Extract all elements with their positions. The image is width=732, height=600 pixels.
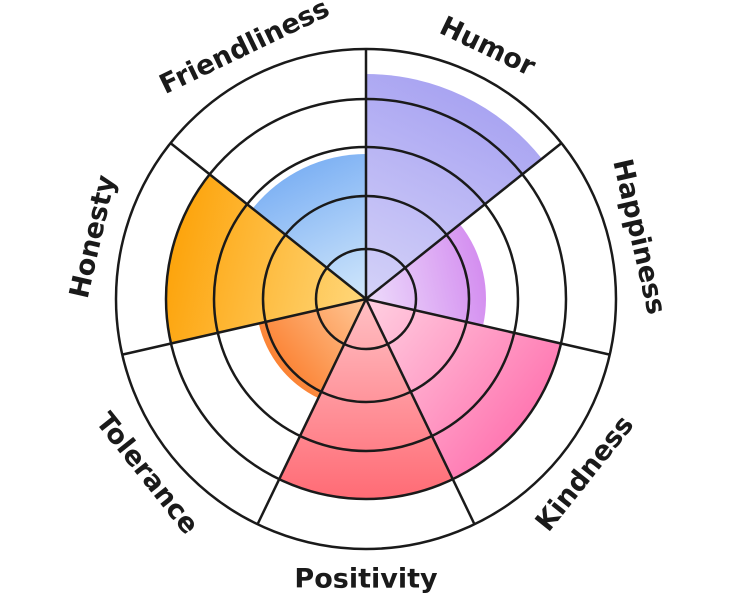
bars-layer xyxy=(165,74,561,499)
grid-layer xyxy=(114,47,618,551)
spoke-5 xyxy=(256,298,368,525)
spoke-4 xyxy=(364,298,476,525)
bar-friendliness xyxy=(252,154,366,299)
label-friendliness: Friendliness xyxy=(155,0,335,101)
bar-humor xyxy=(366,74,542,299)
label-honesty: Honesty xyxy=(64,172,122,301)
label-positivity: Positivity xyxy=(294,564,438,595)
spoke-7 xyxy=(169,142,367,300)
label-humor: Humor xyxy=(435,11,541,83)
bar-tolerance xyxy=(258,299,366,399)
spoke-3 xyxy=(365,297,611,356)
spoke-6 xyxy=(121,297,367,356)
spoke-2 xyxy=(365,142,563,300)
bar-positivity xyxy=(279,299,453,499)
